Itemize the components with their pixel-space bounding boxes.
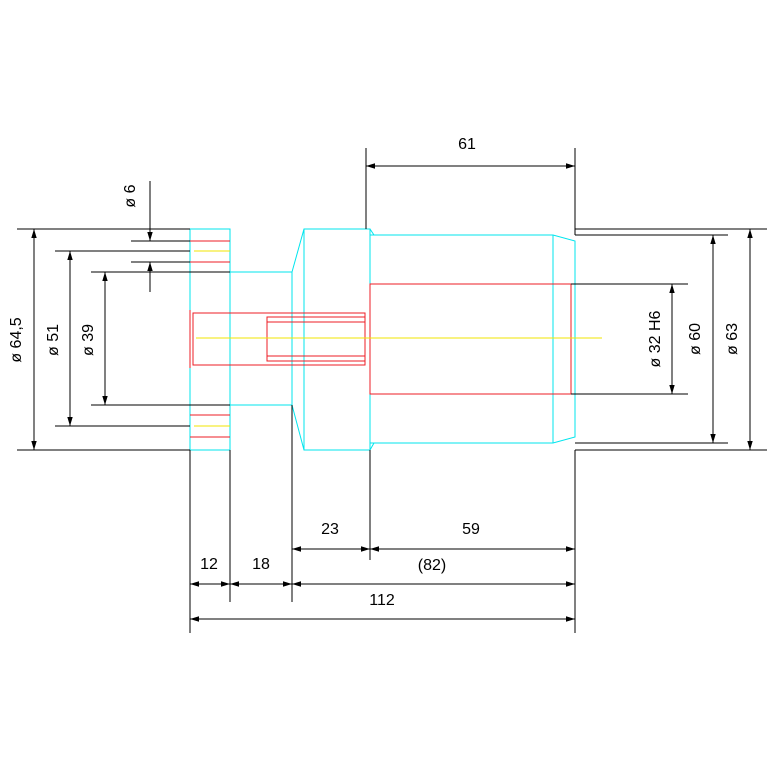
label-d51: ø 51 <box>45 324 62 356</box>
shaft-bore <box>192 312 366 366</box>
label-d63: ø 63 <box>724 323 741 355</box>
part-outline <box>189 228 576 451</box>
label-len112: 112 <box>369 592 395 609</box>
label-d64-5: ø 64,5 <box>8 317 25 362</box>
body-outline <box>370 234 576 444</box>
label-len59: 59 <box>462 521 480 538</box>
shaft-bore-inner <box>266 316 366 362</box>
label-len12: 12 <box>200 556 218 573</box>
body-top-shoulder <box>369 228 375 236</box>
bore-lines <box>189 240 572 438</box>
label-len61: 61 <box>458 136 476 153</box>
label-len18: 18 <box>252 556 270 573</box>
label-d39: ø 39 <box>80 324 97 356</box>
dimension-labels: ø 6 ø 64,5 ø 51 ø 39 ø 32 H6 ø 60 ø 63 6… <box>8 136 741 609</box>
label-d60: ø 60 <box>687 323 704 355</box>
body-bottom-shoulder <box>369 442 375 451</box>
label-len82: (82) <box>418 557 446 574</box>
main-bore <box>369 283 572 395</box>
dimension-lines <box>17 148 767 633</box>
label-len23: 23 <box>321 521 339 538</box>
centerlines <box>194 250 602 427</box>
label-d6: ø 6 <box>122 184 139 207</box>
label-d32h6: ø 32 H6 <box>647 310 664 367</box>
